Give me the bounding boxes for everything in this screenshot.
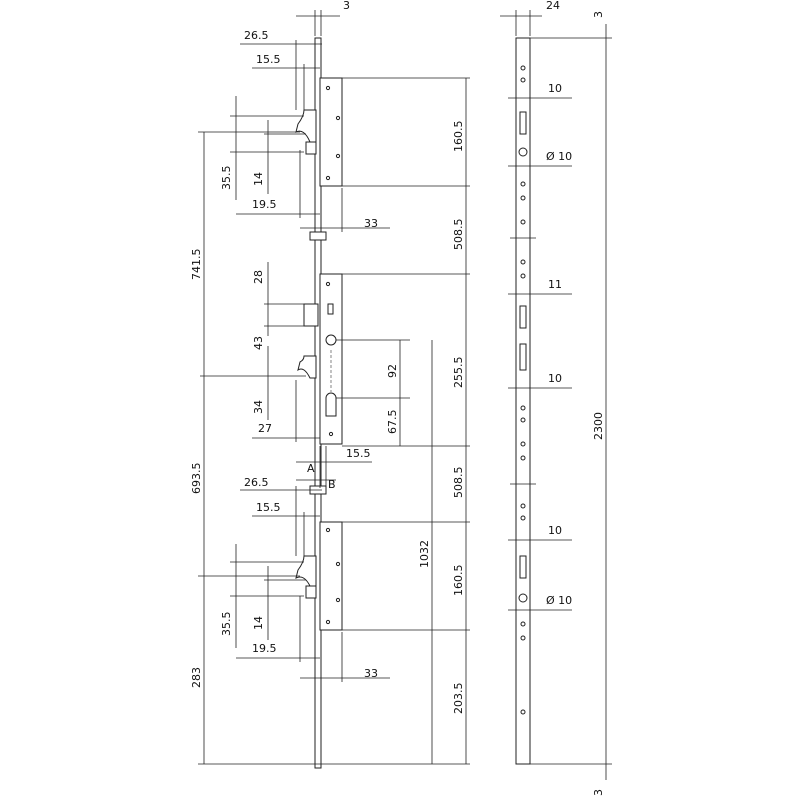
latch-slot xyxy=(327,303,334,315)
bar-hole xyxy=(520,441,526,447)
dim-top-hook-depth: 19.5 xyxy=(252,198,277,211)
dim-bottom-segment: 160.5 xyxy=(452,565,465,597)
dim-bottom-hook-height: 35.5 xyxy=(220,612,233,637)
upper-coupling xyxy=(309,231,327,241)
bottom-roller xyxy=(305,585,317,599)
gearbox-faceplate xyxy=(319,273,343,445)
dim-top-segment: 160.5 xyxy=(452,121,465,153)
dim-top-hook-inner: 15.5 xyxy=(256,53,281,66)
top-faceplate xyxy=(319,77,343,187)
top-hook xyxy=(295,109,317,143)
screw-hole xyxy=(325,619,331,625)
dim-latch-gap: 43 xyxy=(252,336,265,350)
dim-top-hook-height: 35.5 xyxy=(220,166,233,191)
dim-bottom-hook-gap: 14 xyxy=(252,616,265,630)
screw-hole xyxy=(328,431,334,437)
screw-hole xyxy=(325,281,331,287)
bar-slot xyxy=(519,111,527,135)
dim-mid-hook-height: 34 xyxy=(252,400,265,414)
spindle-hole xyxy=(325,334,337,346)
dim-hole-bottom: Ø 10 xyxy=(546,594,572,607)
screw-hole xyxy=(325,527,331,533)
deadbolt xyxy=(303,303,319,327)
dim-slot-top: 10 xyxy=(548,82,562,95)
dim-center-spacing: 92 xyxy=(386,364,399,378)
dim-top-plate-offset: 33 xyxy=(364,217,378,230)
bar-hole xyxy=(520,635,526,641)
dim-bottom-height: 283 xyxy=(190,667,203,688)
dim-lower-rod: 508.5 xyxy=(452,467,465,499)
dim-slot-bottom: 10 xyxy=(548,524,562,537)
bar-hole xyxy=(520,77,526,83)
bar-hole xyxy=(520,65,526,71)
bar-hole xyxy=(520,219,526,225)
bar-hole xyxy=(520,515,526,521)
dim-bottom-hook-offset: 26.5 xyxy=(244,476,269,489)
screw-hole xyxy=(335,561,341,567)
dim-center-upper: 741.5 xyxy=(190,249,203,281)
dim-mid-hook-depth: 27 xyxy=(258,422,272,435)
dim-rod-width: 3 xyxy=(343,0,350,12)
bar-hole xyxy=(520,709,526,715)
bar-slot xyxy=(519,555,527,579)
left-view: 3 26.5 15.5 35.5 14 19.5 33 741.5 28 xyxy=(190,0,470,769)
bar-hole xyxy=(520,455,526,461)
dim-total-from-bottom: 1032 xyxy=(418,540,431,568)
dim-bottom-rod: 203.5 xyxy=(452,683,465,715)
dim-total-length: 2300 xyxy=(592,412,605,440)
bar-slot xyxy=(519,343,527,371)
dim-top-hook-offset: 26.5 xyxy=(244,29,269,42)
dim-cylinder-offset: 67.5 xyxy=(386,410,399,435)
bottom-faceplate xyxy=(319,521,343,631)
right-view: 24 10 Ø 10 11 10 10 Ø 10 2300 3 3 xyxy=(500,0,612,796)
dim-slot-mid: 11 xyxy=(548,278,562,291)
dim-gearbox: 255.5 xyxy=(452,357,465,389)
screw-hole xyxy=(325,85,331,91)
dim-center-lower: 693.5 xyxy=(190,463,203,495)
bar-hole xyxy=(520,503,526,509)
screw-hole xyxy=(325,175,331,181)
bar-hole xyxy=(520,621,526,627)
dim-hole-top: Ø 10 xyxy=(546,150,572,163)
bar-hole xyxy=(520,273,526,279)
top-roller xyxy=(305,141,317,155)
screw-hole xyxy=(335,597,341,603)
bottom-hook xyxy=(295,555,317,587)
label-a: A xyxy=(307,462,315,475)
bar-hole xyxy=(520,417,526,423)
bar-round-hole xyxy=(518,147,528,157)
cylinder-hole xyxy=(325,392,337,417)
dim-slot-center: 10 xyxy=(548,372,562,385)
dim-bottom-tolerance: 3 xyxy=(592,789,605,796)
dim-upper-rod: 508.5 xyxy=(452,219,465,251)
screw-hole xyxy=(335,153,341,159)
screw-hole xyxy=(335,115,341,121)
bar-hole xyxy=(520,195,526,201)
dim-bar-width: 24 xyxy=(546,0,560,12)
bar-hole xyxy=(520,405,526,411)
dim-top-tolerance: 3 xyxy=(592,11,605,18)
bar-hole xyxy=(520,259,526,265)
dim-faceplate-offset: 15.5 xyxy=(346,447,371,460)
dim-bottom-hook-depth: 19.5 xyxy=(252,642,277,655)
dim-bottom-hook-inner: 15.5 xyxy=(256,501,281,514)
dim-bottom-plate-offset: 33 xyxy=(364,667,378,680)
dim-top-hook-gap: 14 xyxy=(252,172,265,186)
middle-hook xyxy=(297,355,317,379)
bar-hole xyxy=(520,181,526,187)
bar-slot xyxy=(519,305,527,329)
dim-deadbolt-height: 28 xyxy=(252,270,265,284)
label-b: B xyxy=(328,478,336,491)
flat-bar xyxy=(515,37,531,765)
bar-round-hole xyxy=(518,593,528,603)
